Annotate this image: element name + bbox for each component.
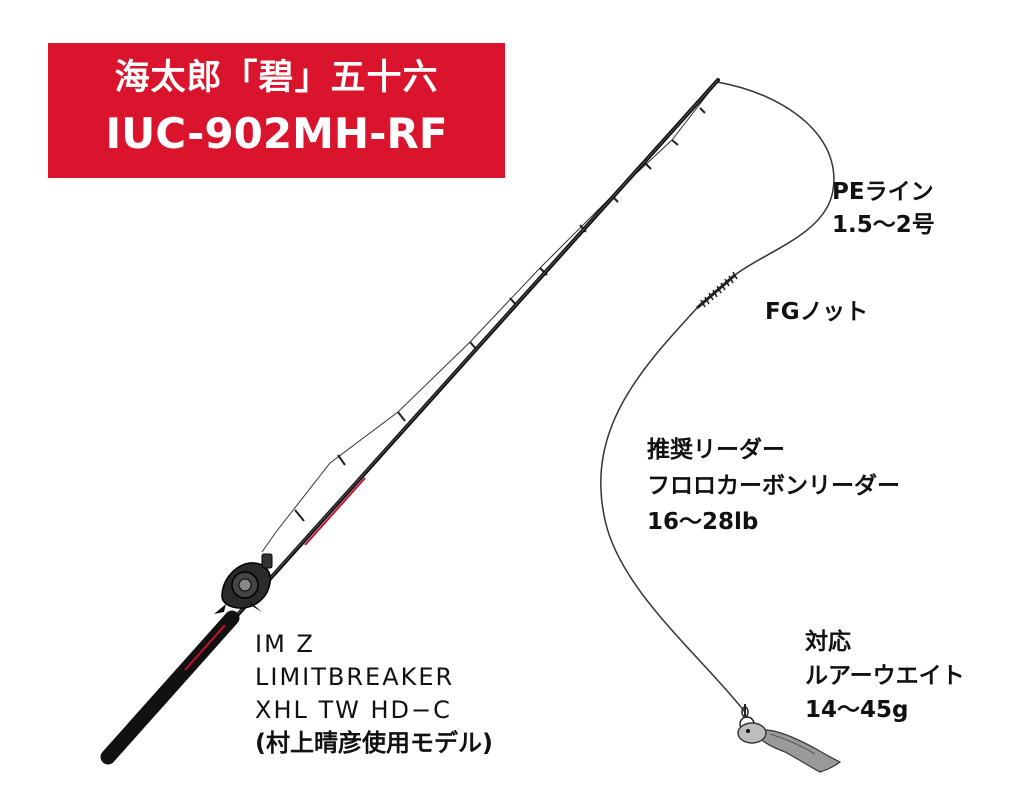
product-title-banner: 海太郎「碧」五十六 IUC-902MH-RF	[48, 43, 505, 178]
leader-line	[600, 307, 746, 713]
leader-label-strength: 16～28lb	[647, 509, 759, 535]
knot-label: FGノット	[765, 296, 868, 329]
baitcast-reel	[214, 553, 273, 614]
leader-label-type: フロロカーボンリーダー	[647, 473, 900, 499]
knot-label-text: FGノット	[765, 299, 869, 325]
rod-grip-accent	[184, 624, 226, 671]
lure-weight-label-name: ルアーウエイト	[805, 663, 965, 689]
pe-line-label-name: PEライン	[832, 179, 934, 205]
product-model-number: IUC-902MH-RF	[105, 109, 448, 158]
leader-label-title: 推奨リーダー	[647, 437, 785, 463]
lure-weight-label-range: 14～45g	[805, 697, 909, 723]
reel-label-line2: LIMITBREAKER	[255, 663, 455, 691]
rod-blank-highlight	[217, 79, 719, 637]
pe-line	[716, 81, 835, 276]
pe-line-label: PEライン 1.5～2号	[832, 176, 935, 242]
rod-accent-stripe	[304, 477, 366, 546]
reel-label-line1: IM Z	[255, 630, 315, 658]
lure-weight-label-title: 対応	[805, 629, 851, 655]
reel-label-line3: XHL TW HD−C	[255, 696, 452, 724]
product-series-name: 海太郎「碧」五十六	[114, 58, 439, 98]
reel-label: IM Z LIMITBREAKER XHL TW HD−C (村上晴彦使用モデル…	[255, 628, 493, 760]
lure-weight-label: 対応 ルアーウエイト 14～45g	[805, 625, 965, 727]
pe-line-label-size: 1.5～2号	[832, 212, 935, 238]
lure	[737, 704, 842, 773]
leader-label: 推奨リーダー フロロカーボンリーダー 16～28lb	[647, 432, 900, 540]
fg-knot	[696, 271, 738, 310]
reel-label-note: (村上晴彦使用モデル)	[255, 729, 493, 757]
